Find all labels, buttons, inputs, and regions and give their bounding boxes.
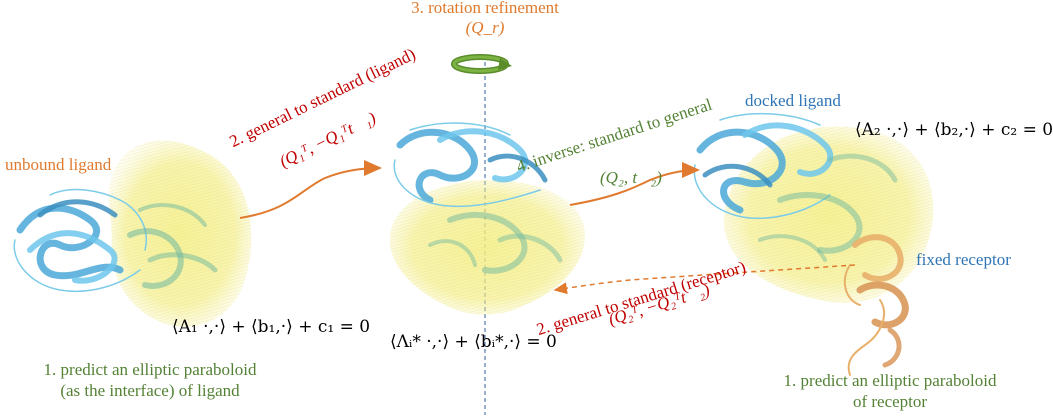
middle-ligand-protein — [393, 122, 563, 274]
docked-ligand-protein — [693, 112, 898, 262]
fixed-receptor-protein — [843, 234, 909, 376]
arrow-receptor-to-middle — [553, 264, 856, 295]
arrow-left-to-middle — [239, 160, 382, 219]
unbound-ligand-label: unbound ligand — [5, 155, 112, 174]
docked-ligand-label: docked ligand — [745, 91, 841, 110]
unbound-ligand-protein — [13, 188, 218, 293]
step1-ligand-line2: (as the interface) of ligand — [60, 381, 240, 400]
docked-equation: ⟨A₂ ·,·⟩ + ⟨b₂,·⟩ + c₂ = 0 — [855, 120, 1053, 140]
standard-equation: ⟨Λᵢ* ·,·⟩ + ⟨bᵢ*,·⟩ = 0 — [390, 332, 557, 352]
ligand-equation: ⟨A₁ ·,·⟩ + ⟨b₁,·⟩ + c₁ = 0 — [172, 317, 371, 337]
step4-formula: (Q₂, t⃗₂) — [600, 168, 662, 187]
left-paraboloid — [108, 140, 252, 327]
step1-receptor-line2: of receptor — [852, 392, 928, 411]
step3-title: 3. rotation refinement — [411, 0, 559, 17]
rotation-arrow-icon — [451, 54, 512, 74]
right-paraboloid — [723, 126, 934, 303]
fixed-receptor-label: fixed receptor — [916, 250, 1011, 269]
middle-paraboloid — [389, 180, 585, 315]
step1-ligand-line1: 1. predict an elliptic paraboloid — [43, 360, 257, 379]
arrow-middle-to-right — [569, 162, 700, 206]
step3-formula: (Q_r) — [465, 18, 505, 37]
step1-receptor-line1: 1. predict an elliptic paraboloid — [783, 371, 997, 390]
